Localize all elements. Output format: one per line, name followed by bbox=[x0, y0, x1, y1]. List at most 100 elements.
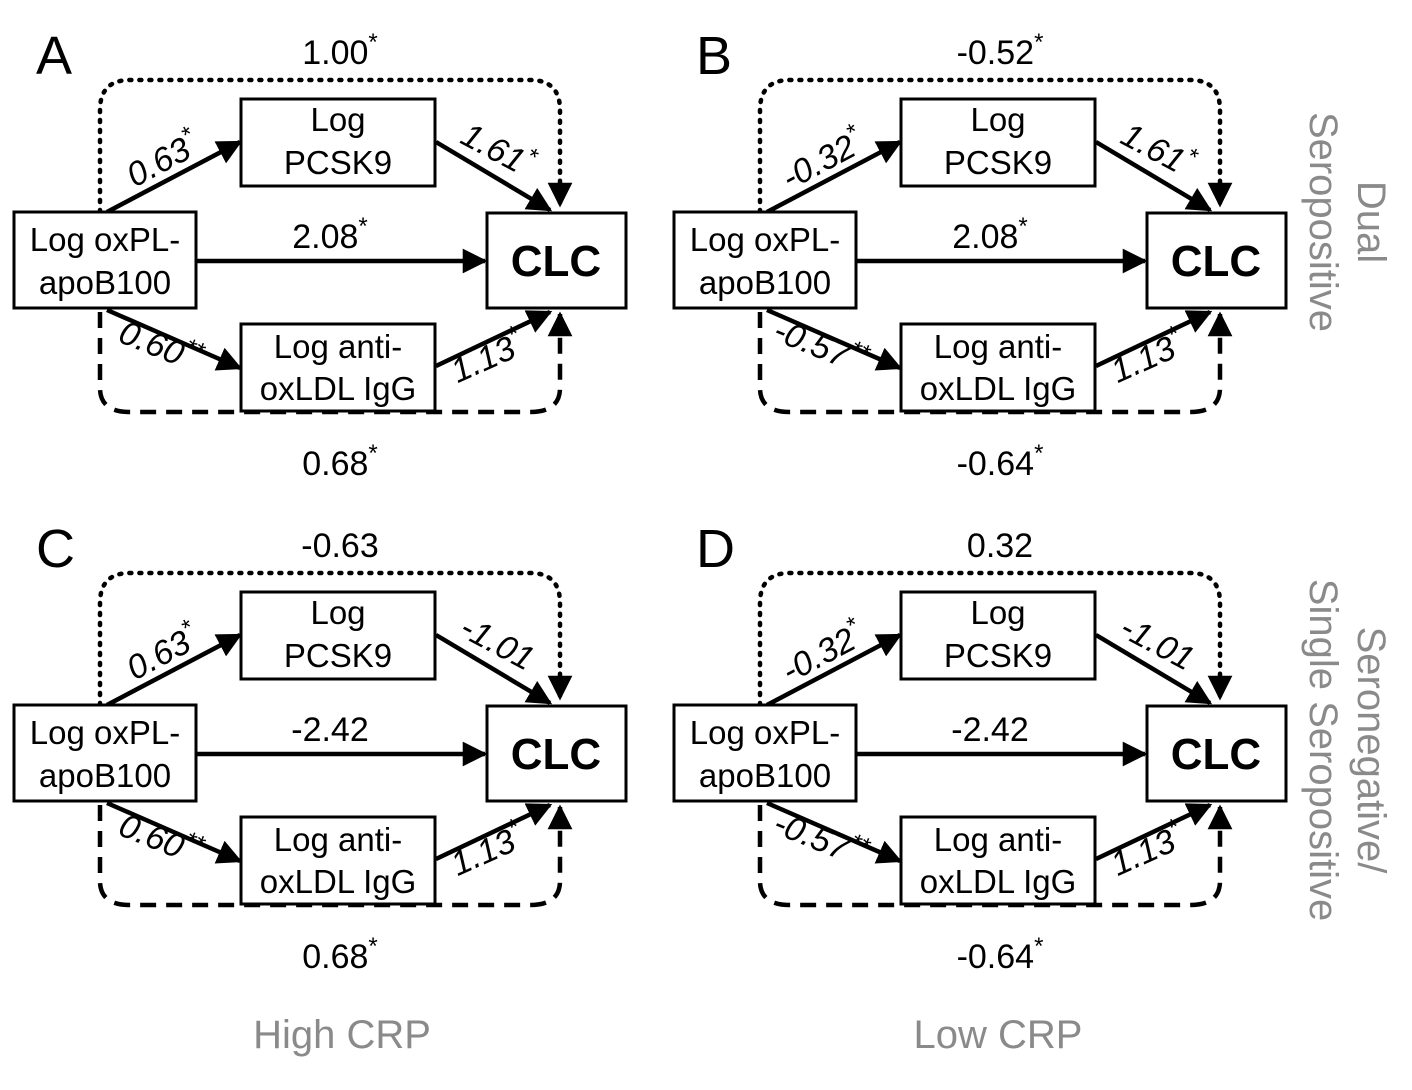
node-oxpl-label-line1: Log oxPL- bbox=[690, 714, 840, 751]
row-label-top-line1: Dual bbox=[1349, 181, 1393, 263]
node-oxpl-label-line2: apoB100 bbox=[39, 757, 171, 794]
row-label-bottom-line1: Seronegative/ bbox=[1349, 627, 1393, 875]
total-effect-pcsk9-path bbox=[757, 77, 1233, 215]
coef-total-bottom-value: 0.68 bbox=[302, 445, 368, 483]
coef-total-top-value: 0.32 bbox=[967, 527, 1033, 565]
node-pcsk9-label-line1: Log bbox=[970, 101, 1025, 138]
coef-direct-value: 2.08 bbox=[952, 218, 1018, 256]
arrow-pcsk9-to-clc bbox=[434, 140, 553, 212]
arrow-oxpl-to-pcsk9 bbox=[105, 633, 243, 707]
coef-pcsk9-clc: -1.01 bbox=[1114, 608, 1200, 678]
node-oxpl-label-line1: Log oxPL- bbox=[30, 714, 180, 751]
coef-direct-significance: * bbox=[358, 213, 367, 240]
node-pcsk9-label-line1: Log bbox=[310, 594, 365, 631]
coef-direct: -2.42 bbox=[951, 711, 1029, 749]
coef-total-bottom: -0.64* bbox=[957, 440, 1044, 483]
node-clc bbox=[1145, 704, 1288, 803]
node-antiox-label-line2: oxLDL IgG bbox=[260, 863, 417, 900]
total-effect-pcsk9-path bbox=[757, 570, 1233, 708]
coef-pcsk9-clc: -1.01 bbox=[454, 608, 540, 678]
node-clc-label: CLC bbox=[511, 730, 601, 779]
coef-total-bottom-significance: * bbox=[1034, 933, 1043, 960]
column-label-left: High CRP bbox=[253, 1013, 431, 1057]
coef-antiox-clc: 1.13* bbox=[443, 813, 530, 883]
panel-letter: B bbox=[696, 26, 732, 86]
arrow-antiox-to-clc bbox=[1095, 309, 1213, 369]
node-pcsk9 bbox=[899, 97, 1097, 188]
node-antiox-label-line1: Log anti- bbox=[934, 821, 1062, 858]
node-pcsk9-label-line1: Log bbox=[970, 594, 1025, 631]
node-oxpl-label-line2: apoB100 bbox=[699, 264, 831, 301]
coef-total-top: 0.32 bbox=[967, 527, 1033, 565]
node-oxpl-apob100 bbox=[672, 210, 858, 310]
node-oxpl-apob100 bbox=[12, 210, 198, 310]
node-pcsk9-label-line1: Log bbox=[310, 101, 365, 138]
coef-total-top-significance: * bbox=[1034, 29, 1043, 56]
coef-oxpl-antiox-value: 0.60 bbox=[114, 806, 190, 866]
coef-total-bottom-value: -0.64 bbox=[957, 445, 1035, 483]
coef-antiox-clc: 1.13* bbox=[1103, 813, 1190, 883]
panel-letter: A bbox=[36, 26, 72, 86]
coef-pcsk9-clc: 1.61* bbox=[455, 111, 542, 185]
arrow-pcsk9-to-clc bbox=[1094, 140, 1213, 212]
coef-total-bottom-significance: * bbox=[368, 933, 377, 960]
coef-oxpl-antiox-value: -0.57 bbox=[768, 311, 855, 376]
node-clc bbox=[485, 211, 628, 310]
node-oxpl-label-line1: Log oxPL- bbox=[30, 221, 180, 258]
node-oxpl-label-line1: Log oxPL- bbox=[690, 221, 840, 258]
arrow-oxpl-to-antiox bbox=[766, 800, 903, 864]
coef-oxpl-antiox-value: 0.60 bbox=[114, 313, 190, 373]
column-label-right: Low CRP bbox=[914, 1013, 1083, 1057]
node-oxpl-label-line2: apoB100 bbox=[699, 757, 831, 794]
coef-direct: 2.08* bbox=[952, 213, 1028, 256]
coef-antiox-clc: 1.13* bbox=[443, 320, 530, 390]
coef-direct: 2.08* bbox=[292, 213, 368, 256]
coef-oxpl-antiox: 0.60** bbox=[114, 309, 209, 381]
node-pcsk9-label-line2: PCSK9 bbox=[944, 144, 1052, 181]
coef-total-top-value: -0.52 bbox=[957, 34, 1035, 72]
node-pcsk9-label-line2: PCSK9 bbox=[284, 637, 392, 674]
total-effect-pcsk9-path bbox=[97, 570, 573, 708]
coef-pcsk9-clc: 1.61* bbox=[1115, 111, 1202, 185]
node-antiox-label-line1: Log anti- bbox=[274, 328, 402, 365]
node-oxpl-apob100 bbox=[672, 703, 858, 803]
node-antiox-label-line2: oxLDL IgG bbox=[260, 370, 417, 407]
node-anti-oxldl-igg bbox=[899, 815, 1097, 906]
coef-total-bottom-value: -0.64 bbox=[957, 938, 1035, 976]
coef-total-top-significance: * bbox=[368, 29, 377, 56]
coef-pcsk9-clc-value: 1.61 bbox=[1115, 116, 1191, 181]
node-pcsk9 bbox=[899, 590, 1097, 681]
coef-pcsk9-clc-value: -1.01 bbox=[1114, 608, 1200, 678]
coef-total-top: -0.63 bbox=[301, 527, 379, 565]
arrow-oxpl-to-antiox bbox=[766, 307, 903, 371]
node-clc-label: CLC bbox=[511, 237, 601, 286]
coef-total-bottom: -0.64* bbox=[957, 933, 1044, 976]
coef-total-bottom-significance: * bbox=[1034, 440, 1043, 467]
row-label-bottom-line2: Single Seropositive bbox=[1301, 579, 1345, 921]
node-antiox-label-line2: oxLDL IgG bbox=[920, 863, 1077, 900]
arrow-oxpl-to-pcsk9 bbox=[765, 140, 903, 214]
node-clc-label: CLC bbox=[1171, 730, 1261, 779]
coef-direct-significance: * bbox=[1018, 213, 1027, 240]
node-pcsk9-label-line2: PCSK9 bbox=[284, 144, 392, 181]
arrow-pcsk9-to-clc bbox=[1094, 633, 1213, 705]
arrow-oxpl-to-pcsk9 bbox=[105, 140, 243, 214]
panel-letter: C bbox=[36, 519, 75, 579]
coef-total-top: -0.52* bbox=[957, 29, 1044, 72]
coef-total-bottom-significance: * bbox=[368, 440, 377, 467]
arrow-oxpl-to-antiox bbox=[106, 800, 243, 864]
arrow-antiox-to-clc bbox=[1095, 802, 1213, 862]
coef-oxpl-antiox-value: -0.57 bbox=[768, 804, 855, 869]
coef-antiox-clc: 1.13* bbox=[1103, 320, 1190, 390]
row-label-top-line2: Seropositive bbox=[1301, 112, 1345, 332]
arrow-oxpl-to-pcsk9 bbox=[765, 633, 903, 707]
coef-total-bottom: 0.68* bbox=[302, 440, 378, 483]
node-antiox-label-line1: Log anti- bbox=[274, 821, 402, 858]
node-anti-oxldl-igg bbox=[899, 322, 1097, 413]
coef-oxpl-antiox: 0.60** bbox=[114, 802, 209, 874]
coef-oxpl-antiox: -0.57** bbox=[768, 307, 874, 383]
node-pcsk9 bbox=[239, 590, 437, 681]
